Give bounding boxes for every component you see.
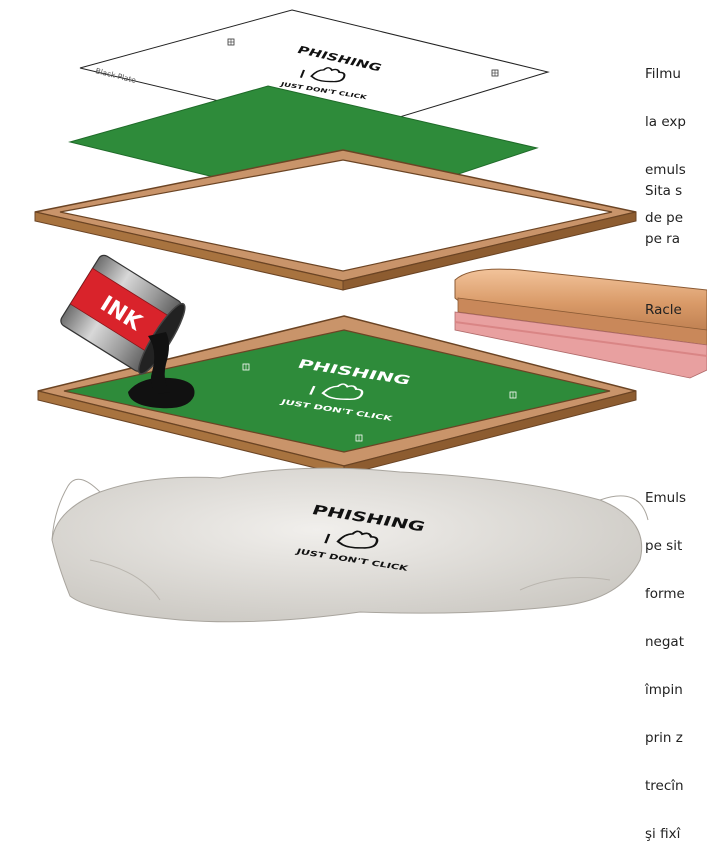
caption-line: la exp	[645, 114, 686, 130]
caption-line: Filmu	[645, 66, 686, 82]
caption-line: prin z	[645, 730, 686, 746]
caption-line: şi fixî	[645, 826, 686, 842]
screen-printing-diagram: Black Plate PHISHING JUST DON'T CLICK	[0, 0, 707, 641]
caption-line: pe sit	[645, 538, 686, 554]
caption-line: trecîn	[645, 778, 686, 794]
caption-squeegee: Racle	[645, 270, 682, 334]
caption-line: Sita s	[645, 183, 682, 199]
caption-line: Racle	[645, 302, 682, 318]
caption-line: împin	[645, 682, 686, 698]
caption-line: forme	[645, 586, 686, 602]
caption-line: Emuls	[645, 490, 686, 506]
caption-emulsion: Emuls pe sit forme negat împin prin z tr…	[645, 458, 686, 858]
tshirt-body	[52, 468, 642, 622]
printed-tshirt: PHISHING JUST DON'T CLICK	[52, 468, 648, 622]
caption-mesh: Sita s pe ra	[645, 151, 682, 263]
caption-line: pe ra	[645, 231, 682, 247]
caption-line: negat	[645, 634, 686, 650]
